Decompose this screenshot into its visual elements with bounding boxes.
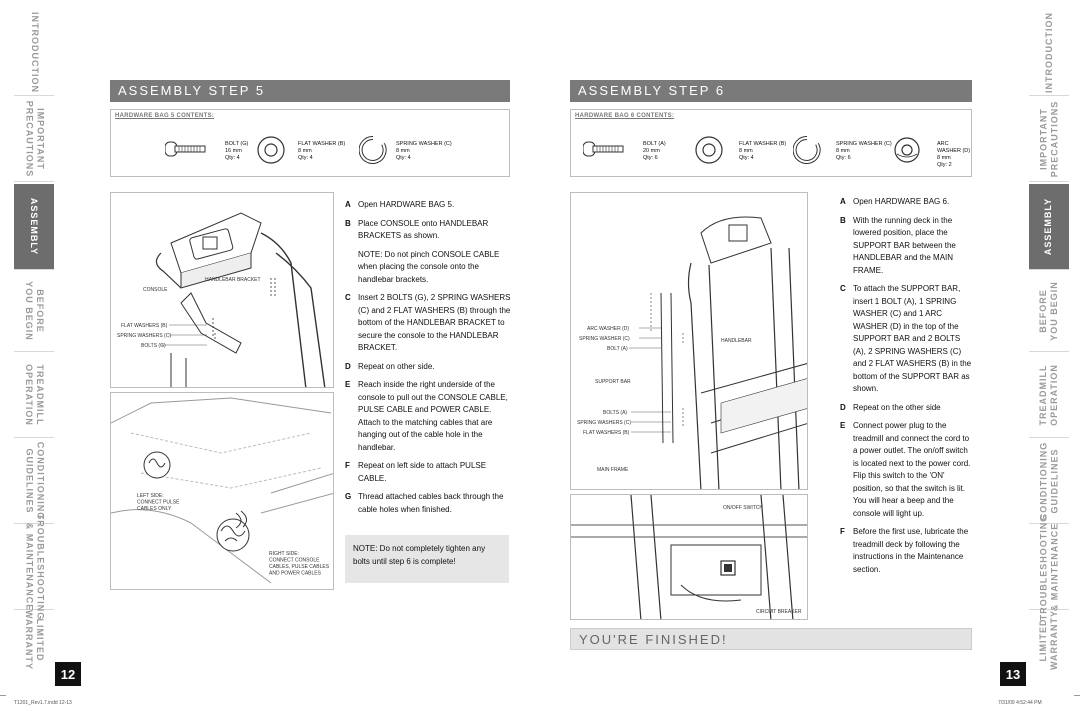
crop-mark (0, 695, 6, 696)
crop-mark (1074, 695, 1080, 696)
tab-important-precautions[interactable]: IMPORTANT PRECAUTIONS (1029, 96, 1069, 182)
right-page: ASSEMBLY STEP 6 HARDWARE BAG 6 CONTENTS:… (540, 0, 1080, 711)
label-on-off-switch: ON/OFF SWITCH (723, 505, 763, 511)
label-bolts: BOLTS (G) (141, 343, 166, 349)
tab-conditioning-guidelines[interactable]: CONDITIONING GUIDELINES (1029, 438, 1069, 524)
tab-assembly[interactable]: ASSEMBLY (1029, 184, 1069, 270)
hardware-bag-box: HARDWARE BAG 5 CONTENTS: BOLT (G) 16 mm … (110, 109, 510, 177)
page-number: 13 (1000, 662, 1026, 686)
flat-washer-icon (695, 136, 723, 164)
spring-washer-icon (359, 136, 387, 164)
spring-washer-icon (793, 136, 821, 164)
power-switch-diagram: ON/OFF SWITCH CIRCUIT BREAKER (570, 494, 808, 620)
support-bar-diagram: ARC WASHER (D) SPRING WASHER (C) BOLT (A… (570, 192, 808, 490)
tab-before-you-begin[interactable]: BEFORE YOU BEGIN (14, 270, 54, 352)
hardware-item: BOLT (A) 20 mm Qty: 6 (643, 141, 666, 161)
finished-banner: YOU'RE FINISHED! (570, 628, 972, 650)
tighten-note: NOTE: Do not completely tighten any bolt… (345, 535, 509, 583)
footer-timestamp: 7/31/09 4:52:44 PM (998, 700, 1042, 706)
label-console: CONSOLE (143, 287, 168, 293)
page-number: 12 (55, 662, 81, 686)
label-spring-washers: SPRING WASHERS (C) (117, 333, 171, 339)
step-title: ASSEMBLY STEP 5 (110, 80, 510, 102)
label-spring-washer: SPRING WASHER (C) (579, 336, 630, 342)
hardware-item: SPRING WASHER (C) 8 mm Qty: 6 (836, 141, 892, 161)
tab-before-you-begin[interactable]: BEFORE YOU BEGIN (1029, 270, 1069, 352)
step-title: ASSEMBLY STEP 6 (570, 80, 972, 102)
label-bolts: BOLTS (A) (603, 410, 627, 416)
tab-important-precautions[interactable]: IMPORTANT PRECAUTIONS (14, 96, 54, 182)
label-handlebar: HANDLEBAR (721, 338, 752, 344)
tab-assembly[interactable]: ASSEMBLY (14, 184, 54, 270)
hardware-item: BOLT (G) 16 mm Qty: 4 (225, 141, 249, 161)
label-spring-washers: SPRING WASHERS (C) (577, 420, 631, 426)
label-bolt: BOLT (A) (607, 346, 628, 352)
tab-treadmill-operation[interactable]: TREADMILL OPERATION (1029, 352, 1069, 438)
bolt-icon (165, 141, 206, 157)
tab-limited-warranty[interactable]: LIMITED WARRANTY (24, 610, 45, 670)
hardware-item: FLAT WASHER (B) 8 mm Qty: 4 (298, 141, 346, 161)
hardware-bag-title: HARDWARE BAG 5 CONTENTS: (115, 113, 215, 119)
hardware-bag-title: HARDWARE BAG 6 CONTENTS: (575, 113, 675, 119)
label-flat-washers: FLAT WASHERS (B) (121, 323, 168, 329)
label-circuit-breaker: CIRCUIT BREAKER (756, 609, 802, 615)
label-arc-washer: ARC WASHER (D) (587, 326, 629, 332)
hardware-item: SPRING WASHER (C) 8 mm Qty: 4 (396, 141, 452, 161)
label-main-frame: MAIN FRAME (597, 467, 629, 473)
hardware-bag-box: HARDWARE BAG 6 CONTENTS: BOLT (A) 20 mm … (570, 109, 972, 177)
label-handlebar-bracket: HANDLEBAR BRACKET (205, 277, 261, 283)
footer-file-info: T1201_Rev1.7.indd 12-13 (14, 700, 72, 706)
tab-troubleshooting[interactable]: TROUBLESHOOTING & MAINTENANCE (1029, 513, 1069, 620)
hardware-item: FLAT WASHER (B) 8 mm Qty: 4 (739, 141, 787, 161)
flat-washer-icon (257, 136, 285, 164)
hardware-item: ARC WASHER (D) 8 mm Qty: 2 (937, 141, 971, 168)
arc-washer-icon (894, 137, 920, 163)
console-diagram: HANDLEBAR BRACKET CONSOLE FLAT WASHERS (… (110, 192, 334, 388)
tab-troubleshooting[interactable]: TROUBLESHOOTING & MAINTENANCE (14, 513, 54, 620)
tab-conditioning-guidelines[interactable]: CONDITIONING GUIDELINES (14, 438, 54, 524)
tab-introduction[interactable]: INTRODUCTION (14, 10, 54, 96)
bolt-icon (583, 141, 624, 157)
tab-treadmill-operation[interactable]: TREADMILL OPERATION (14, 352, 54, 438)
label-support-bar: SUPPORT BAR (595, 379, 631, 385)
left-page: INTRODUCTION IMPORTANT PRECAUTIONS ASSEM… (0, 10, 515, 706)
tab-introduction[interactable]: INTRODUCTION (1029, 10, 1069, 96)
tab-limited-warranty[interactable]: LIMITED WARRANTY (1038, 610, 1059, 670)
instruction-note: NOTE: Do not pinch CONSOLE CABLE when pl… (358, 249, 500, 284)
label-flat-washers: FLAT WASHERS (B) (583, 430, 630, 436)
